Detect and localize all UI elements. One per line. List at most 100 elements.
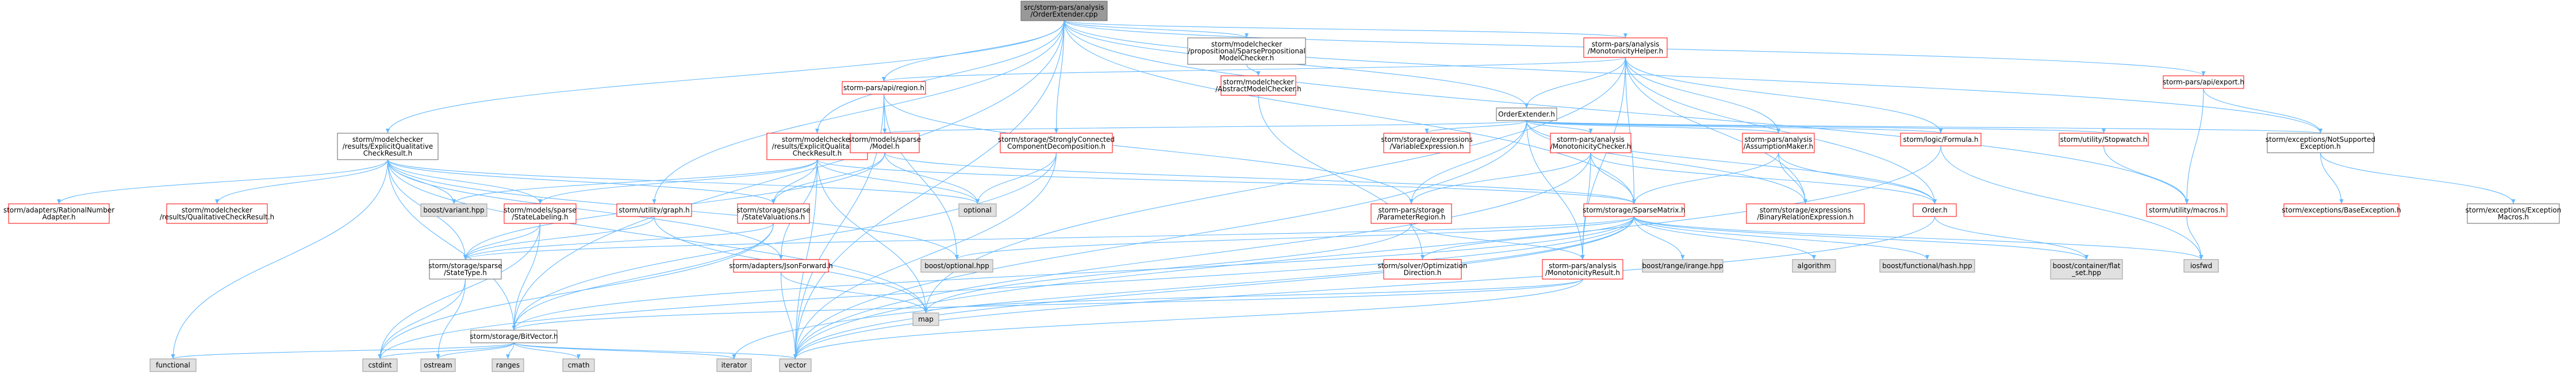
node-box [429,259,502,280]
node-n_varexpr[interactable]: storm/storage/expressions/VariableExpres… [1381,133,1473,153]
node-n_variant[interactable]: boost/variant.hpp [420,203,487,217]
node-n_cmath[interactable]: cmath [562,358,595,372]
edge-n_expqual-to-n_jsonfwd [387,159,783,260]
node-n_jsonfwd[interactable]: storm/adapters/JsonForward.h [729,259,833,273]
node-label: Exception.h [2300,142,2340,150]
node-n_cstdint[interactable]: cstdint [362,358,398,372]
node-n_vector[interactable]: vector [779,358,812,372]
node-n_statelab[interactable]: storm/models/sparse/StateLabeling.h [504,203,577,224]
node-n_qualres[interactable]: storm/modelchecker/results/QualitativeCh… [160,203,274,224]
edge-n_stopwatch-to-n_macros [2103,145,2189,204]
edge-n_expquant-to-n_sparsemat [816,159,1636,204]
node-n_bitvector[interactable]: storm/storage/BitVector.h [470,330,558,343]
node-label: /results/ExplicitQualitative [772,142,863,150]
edge-n_modelsparse-to-n_optional [884,152,980,204]
node-n_baseexc[interactable]: storm/exceptions/BaseException.h [2282,203,2401,217]
node-root[interactable]: src/storm-pars/analysis/OrderExtender.cp… [1020,1,1108,21]
edge-n_abstractmc-to-n_solveropt [1258,95,1425,260]
edge-n_orderext-to-n_paramregion [1409,120,1527,204]
node-label: /VariableExpression.h [1389,142,1464,150]
node-n_formula[interactable]: storm/logic/Formula.h [1900,133,1982,146]
node-n_optional[interactable]: optional [958,203,997,217]
edge-n_sparsemat-to-n_statetype [463,216,1635,260]
node-n_hash[interactable]: boost/functional/hash.hpp [1879,259,1975,273]
edge-n_orderext-to-n_modelsparse [883,120,1527,134]
node-n_iosfwd[interactable]: iosfwd [2183,259,2219,273]
node-label: /OrderExtender.cpp [1031,10,1098,18]
node-box [733,259,829,273]
node-box [1583,203,1685,217]
node-box [920,259,993,273]
node-label: /ParameterRegion.h [1377,213,1446,221]
node-label: Adapter.h [43,213,76,221]
node-n_monores[interactable]: storm-pars/analysis/MonotonicityResult.h [1542,259,1623,280]
edge-n_modelsparse-to-n_stateval [771,152,885,204]
node-n_ostream[interactable]: ostream [420,358,456,372]
edge-n_sparsemat-to-n_iterator [732,216,1635,359]
node-n_paramregion[interactable]: storm-pars/storage/ParameterRegion.h [1370,203,1452,224]
edge-n_monochecker-to-n_paramregion [1409,152,1591,204]
node-label: ComponentDecomposition.h [1007,142,1105,150]
node-label: storm/exceptions/BaseException.h [2282,206,2401,214]
edge-n_monochecker-to-n_order [1590,152,1937,204]
node-label: /Model.h [870,142,900,150]
node-box [842,81,926,95]
node-n_graph[interactable]: storm/utility/graph.h [616,203,692,217]
node-n_statetype[interactable]: storm/storage/sparse/StateType.h [428,259,502,280]
node-n_orderext[interactable]: OrderExtender.h [1496,107,1557,121]
edge-n_orderext-to-n_vector [793,120,1527,359]
node-label: cmath [568,361,590,369]
node-n_monochecker[interactable]: storm-pars/analysis/MonotonicityChecker.… [1550,133,1631,153]
node-n_abstractmc[interactable]: storm/modelchecker/AbstractModelChecker.… [1215,75,1302,96]
node-n_spmc[interactable]: storm/modelchecker/propositional/SparseP… [1187,37,1306,65]
node-label: map [918,315,934,323]
node-n_flatset[interactable]: boost/container/flat_set.hpp [2050,259,2123,280]
node-label: functional [156,361,190,369]
node-n_sparsemat[interactable]: storm/storage/SparseMatrix.h [1583,203,1686,217]
node-n_stateval[interactable]: storm/storage/sparse/StateValuations.h [736,203,811,224]
edge-n_bitvector-to-n_functional [171,342,515,359]
edge-n_order-to-n_flatset [1934,216,2089,260]
node-n_modelsparse[interactable]: storm/models/sparse/Model.h [849,133,921,153]
edge-root-to-n_bitvector [512,20,1065,331]
node-box [362,358,398,372]
edge-root-to-n_spmc [1064,20,1249,38]
node-n_scc[interactable]: storm/storage/StronglyConnectedComponent… [998,133,1115,153]
node-n_map[interactable]: map [912,312,939,326]
node-n_region[interactable]: storm-pars/api/region.h [842,81,926,95]
edge-n_expquant-to-n_map [816,159,928,314]
node-label: storm/storage/StronglyConnected [998,136,1115,144]
edge-n_monohelper-to-n_assump [1625,57,1780,134]
node-n_range[interactable]: boost/range/irange.hpp [1642,259,1723,273]
node-n_iterator[interactable]: iterator [716,358,752,372]
node-n_monohelper[interactable]: storm-pars/analysis/MonotonicityHelper.h [1583,37,1668,58]
node-label: storm/solver/Optimization [1378,262,1468,270]
node-n_assump[interactable]: storm-pars/analysis/AssumptionMaker.h [1742,133,1815,153]
edge-root-to-n_scc [1054,20,1065,134]
edge-n_orderext-to-n_monochecker [1526,120,1593,134]
edge-n_monores-to-n_map [924,278,1583,314]
node-n_stopwatch[interactable]: storm/utility/Stopwatch.h [2059,133,2149,146]
node-n_macros[interactable]: storm/utility/macros.h [2146,203,2228,217]
node-n_ranges[interactable]: ranges [492,358,524,372]
node-n_algorithm[interactable]: algorithm [1792,259,1836,273]
node-n_expqual[interactable]: storm/modelchecker/results/ExplicitQuali… [337,133,439,160]
edge-n_sparsemat-to-n_vector [793,216,1635,359]
edge-n_expqual-to-n_optional [387,159,980,204]
node-label: /StateValuations.h [742,213,805,221]
node-n_functional[interactable]: functional [149,358,197,372]
edge-n_monohelper-to-n_formula [1625,57,1943,134]
edge-root-to-n_vector [793,20,1065,359]
node-label: storm/adapters/JsonForward.h [729,262,832,270]
node-label: storm/storage/sparse [428,262,502,270]
node-n_export[interactable]: storm-pars/api/export.h [2163,75,2244,89]
node-n_binrel[interactable]: storm/storage/expressions/BinaryRelation… [1746,203,1865,224]
node-n_boostopt[interactable]: boost/optional.hpp [920,259,993,273]
node-box [2283,203,2400,217]
node-n_order[interactable]: Order.h [1913,203,1957,217]
